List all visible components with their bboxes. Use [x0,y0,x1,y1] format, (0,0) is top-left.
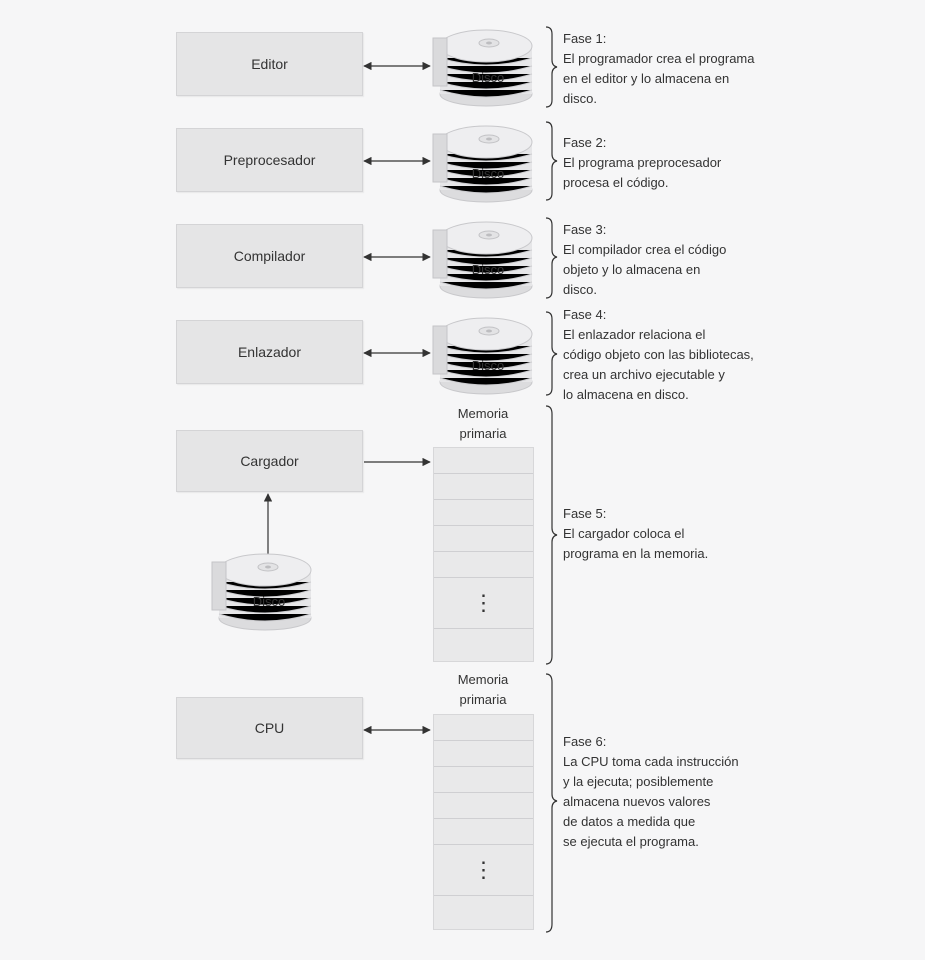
editor-box: Editor [176,32,363,96]
cpu-label: CPU [254,720,285,736]
phase6-brace [545,673,558,933]
disk-icon [432,317,533,395]
memory-cell [434,474,533,500]
preprocessor-label: Preprocesador [223,152,316,168]
memory-cell [434,500,533,526]
disk-1-label: Disco [471,70,505,85]
memory-ellipsis: ⋮ [434,578,533,629]
primary-memory-2: ⋮ [433,714,534,930]
phase-6-text: Fase 6: La CPU toma cada instrucción y l… [563,734,739,849]
loader-box: Cargador [176,430,363,492]
memory-cell [434,741,533,767]
preprocessor-box: Preprocesador [176,128,363,192]
cpu-box: CPU [176,697,363,759]
phase-2-text: Fase 2: El programa preprocesador proces… [563,135,722,190]
compiler-label: Compilador [233,248,306,264]
disk-4: Disco [431,312,533,396]
memory-cell [434,767,533,793]
disk-icon [432,221,533,299]
memory-label-2: Memoria primaria [457,672,509,707]
memory-cell [434,715,533,741]
memory-cell [434,819,533,845]
phase3-brace [545,217,558,299]
disk-icon [432,125,533,203]
compiler-box: Compilador [176,224,363,288]
disk-3-label: Disco [471,262,505,277]
disk-2-label: Disco [471,166,505,181]
phase-1-text: Fase 1: El programador crea el programa … [563,31,755,106]
memory-label-1: Memoria primaria [457,406,509,441]
primary-memory-1: ⋮ [433,447,534,662]
phase-4-text: Fase 4: El enlazador relaciona el código… [563,307,754,402]
memory-cell [434,526,533,552]
memory-cell [434,448,533,474]
memory-cell [434,793,533,819]
phase1-brace [545,26,558,108]
disk-icon [432,29,533,107]
disk-2: Disco [431,120,533,204]
phase4-brace [545,311,558,396]
disk-1: Disco [431,24,533,108]
disk-icon [211,553,312,631]
memory-cell [434,552,533,578]
phase5-brace [545,405,558,665]
phase-3-text: Fase 3: El compilador crea el código obj… [563,222,727,297]
memory-cell [434,896,533,921]
disk-3: Disco [431,216,533,300]
memory-ellipsis: ⋮ [434,845,533,896]
phase2-brace [545,121,558,201]
memory-cell [434,629,533,654]
disk-5-label: Disco [252,594,286,609]
editor-label: Editor [251,56,288,72]
loader-label: Cargador [240,453,299,469]
linker-label: Enlazador [237,344,302,360]
disk-4-label: Disco [471,358,505,373]
phase-5-text: Fase 5: El cargador coloca el programa e… [563,506,709,561]
disk-5: Disco [210,548,312,632]
linker-box: Enlazador [176,320,363,384]
